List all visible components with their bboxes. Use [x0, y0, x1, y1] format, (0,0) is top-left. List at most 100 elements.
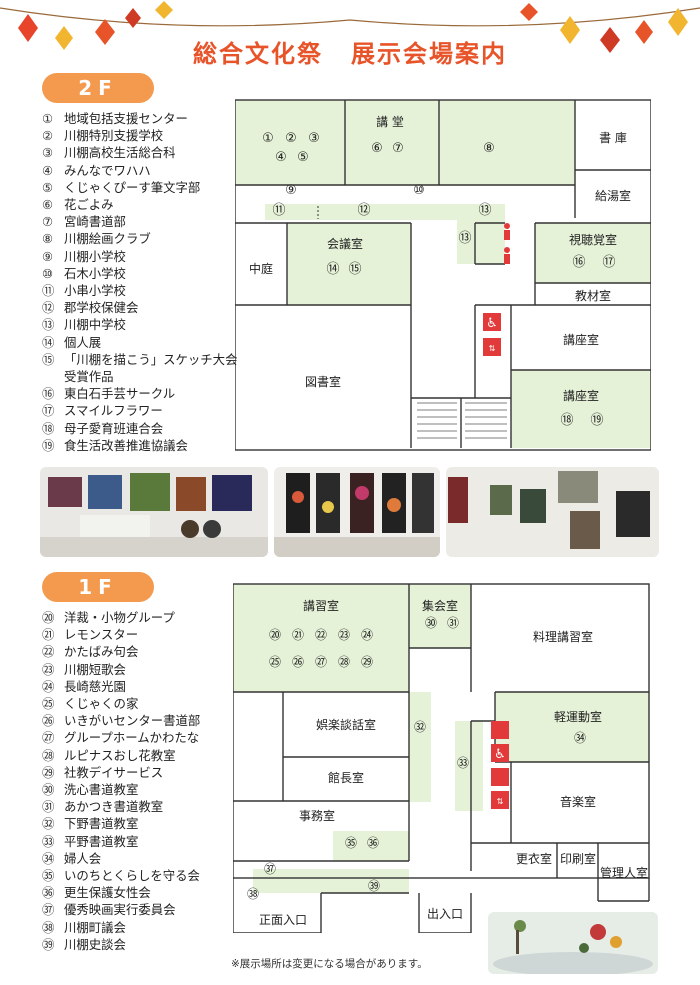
room-cooking: 料理講習室 — [533, 629, 593, 644]
room-training: 講習室 — [303, 598, 339, 613]
floor-2f-badge: 2F — [42, 73, 154, 103]
exhibitor-name: 小串小学校 — [64, 283, 126, 299]
exhibitor-name: 川棚短歌会 — [64, 661, 126, 677]
room-assembly: 集会室 — [422, 598, 458, 613]
floor2-exhibit-marker: ⑬ — [478, 203, 491, 218]
exhibitor-name: 平野書道教室 — [64, 833, 139, 849]
exhibitor-name: 下野書道教室 — [64, 816, 139, 832]
exhibitor-number: ⑳ — [42, 610, 55, 625]
entrance-exit: 出入口 — [427, 907, 463, 921]
floor1-exhibit-marker: ㉟ — [345, 836, 357, 850]
exhibitor-name: 花ごよみ — [64, 197, 114, 213]
autumn-leaves-garland — [0, 1, 700, 53]
elevator-icon: ⇅ — [491, 791, 509, 809]
floor1-exhibit-marker: ㉘ — [338, 655, 350, 669]
leaf-icon — [18, 1, 688, 53]
floor2-exhibit-marker: ⑫ — [357, 203, 370, 218]
floor2-exhibitor-item: ⑬ 川棚中学校 — [42, 316, 237, 333]
exhibitor-number: ㉒ — [42, 644, 55, 660]
room-kitchenette: 給湯室 — [595, 188, 631, 203]
exhibitor-name: 宮崎書道部 — [64, 214, 126, 230]
restroom-icon — [504, 223, 510, 264]
floor1-exhibit-marker: ㉓ — [338, 628, 350, 642]
exhibitor-number: ② — [42, 128, 54, 144]
exhibitor-name: レモンスター — [64, 627, 139, 643]
exhibitor-name: 郡学校保健会 — [64, 300, 139, 316]
exhibitor-name: いきがいセンター書道部 — [64, 713, 201, 729]
floor1-exhibit-marker: ㉜ — [414, 720, 426, 734]
change-notice: ※展示場所は変更になる場合があります。 — [231, 958, 428, 970]
photo-flower-arrangement — [488, 912, 658, 974]
exhibitor-number: ⑬ — [42, 317, 55, 333]
exhibitor-number: ㉗ — [42, 730, 55, 746]
exhibitor-number: ㊲ — [42, 902, 55, 918]
floor2-exhibit-marker: ⑬ — [458, 231, 471, 246]
exhibitor-name: 受賞作品 — [64, 369, 114, 385]
exhibitor-number: ① — [42, 111, 54, 126]
room-light-exercise: 軽運動室 — [554, 709, 602, 724]
exhibitor-number: ㉝ — [42, 833, 55, 849]
exhibitor-number: ⑤ — [42, 179, 54, 195]
floor2-exhibitor-item: ② 川棚特別支援学校 — [42, 127, 237, 144]
exhibitor-name: 食生活改善推進協議会 — [64, 437, 188, 453]
exhibitor-number: ㉔ — [42, 678, 55, 694]
room-lecture: 講座室 — [563, 332, 599, 347]
room-changing: 更衣室 — [516, 851, 552, 866]
exhibitor-name: 川棚史談会 — [64, 936, 126, 952]
floor2-exhibitor-item: ⑮「川棚を描こう」スケッチ大会 — [42, 351, 237, 368]
floor2-exhibit-marker: ⑧ — [483, 141, 495, 156]
exhibitor-number: ㉖ — [42, 713, 55, 729]
exhibitor-number: ㊱ — [42, 885, 55, 901]
exhibitor-name: 川棚中学校 — [64, 317, 126, 333]
exhibitor-name: 婦人会 — [64, 850, 102, 866]
svg-text:⇅: ⇅ — [489, 344, 496, 353]
floor1-exhibit-marker: ㊲ — [264, 862, 276, 876]
floor1-exhibit-marker: ㉗ — [315, 655, 327, 669]
exhibitor-number: ⑱ — [42, 420, 55, 436]
exhibitor-name: 川棚小学校 — [64, 248, 126, 264]
exhibitor-number: ㊴ — [42, 936, 55, 952]
exhibitor-name: 洗心書道教室 — [64, 782, 139, 798]
exhibitor-number: ⑪ — [42, 283, 55, 299]
room-materials: 教材室 — [575, 288, 611, 303]
floor1-exhibit-marker: ㉔ — [361, 628, 373, 642]
exhibitor-name: 川棚特別支援学校 — [64, 128, 164, 144]
floor2-exhibit-marker: ④ — [275, 150, 287, 165]
room-lecture-2: 講座室 — [563, 388, 599, 403]
photo-crafts — [40, 467, 268, 557]
floor1-exhibit-marker: ⑳ — [269, 628, 281, 642]
floor1-exhibit-marker: ㉒ — [315, 628, 327, 642]
floor2-exhibit-marker: ⑩ — [413, 183, 425, 198]
exhibitor-number: ㉛ — [42, 799, 55, 815]
room-library-storage: 書 庫 — [599, 131, 627, 145]
room-library: 図書室 — [305, 374, 341, 389]
floor2-exhibit-marker: ⑱ — [560, 413, 573, 428]
floor1-exhibit-marker: ㊴ — [368, 879, 380, 893]
exhibitor-number: ⑧ — [42, 231, 54, 247]
elevator-icon: ⇅ — [483, 338, 501, 356]
floor2-exhibit-marker: ⑭ — [326, 262, 339, 277]
exhibitor-number: ㉚ — [42, 782, 55, 798]
floor1-exhibit-marker: ㉖ — [292, 655, 304, 669]
room-meeting: 会議室 — [327, 236, 363, 251]
exhibitor-number: ㉟ — [42, 868, 55, 884]
exhibitor-name: かたばみ句会 — [64, 644, 139, 660]
exhibitor-name: 優秀映画実行委員会 — [64, 902, 176, 918]
